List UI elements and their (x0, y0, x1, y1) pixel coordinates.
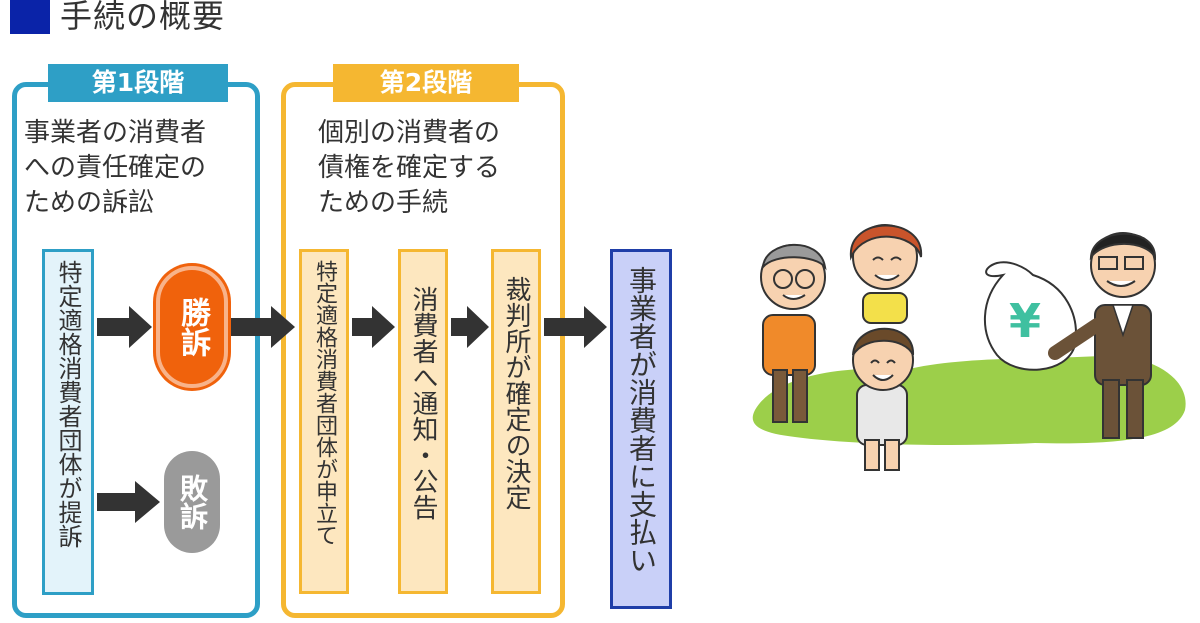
win-badge: 勝訴 (156, 266, 228, 388)
stage1-tab: 第1段階 (48, 64, 228, 102)
money-bag-icon: ¥ (984, 261, 1077, 371)
woman-figure (849, 224, 923, 324)
payment-illustration: ¥ (752, 224, 1186, 471)
payment-box: 事業者が消費者に支払い (610, 249, 672, 609)
stage1-description: 事業者の消費者 への責任確定の ための訴訟 (24, 118, 207, 218)
arrow-notice-to-decision (451, 306, 489, 348)
lose-badge: 敗訴 (164, 451, 220, 553)
old-man-figure (760, 243, 827, 423)
arrow-decision-to-payment (544, 306, 607, 348)
businessman-figure (1048, 232, 1157, 439)
stage2-description: 個別の消費者の 債権を確定する ための手続 (318, 118, 501, 218)
child-figure (852, 327, 915, 471)
arrow-win-to-stage2 (231, 306, 295, 348)
stage1-filer-box: 特定適格消費者団体が提訴 (42, 249, 94, 595)
arrow-filer-to-win (97, 306, 152, 348)
stage2-tab: 第2段階 (333, 64, 519, 102)
stage2-decision-box: 裁判所が確定の決定 (491, 249, 541, 594)
arrow-filer-to-lose (97, 481, 160, 523)
stage2-notice-box: 消費者へ通知・公告 (398, 249, 448, 594)
title-marker (10, 0, 50, 34)
stage2-application-box: 特定適格消費者団体が申立て (299, 249, 349, 594)
flow-arrows (97, 306, 607, 523)
page-title: 手続の概要 (60, 0, 226, 35)
arrow-application-to-notice (352, 306, 395, 348)
yen-symbol: ¥ (1009, 294, 1041, 348)
